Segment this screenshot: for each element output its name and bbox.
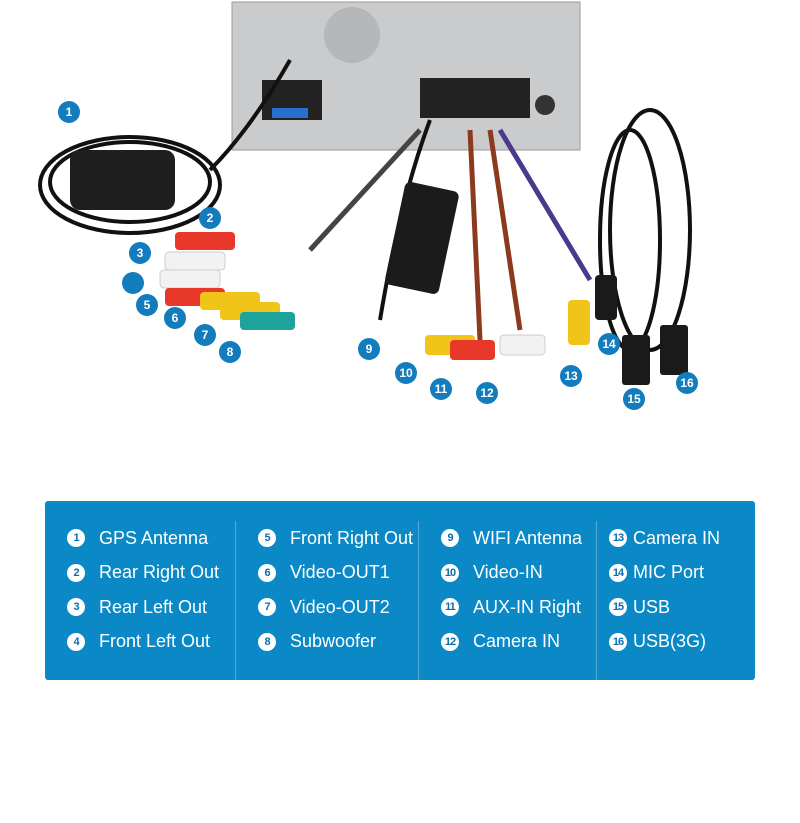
number-badge: 12	[441, 632, 459, 651]
callout-1: 1	[58, 101, 80, 123]
legend-label: Camera IN	[633, 527, 721, 548]
callout-14: 14	[598, 333, 620, 355]
legend-item: 11 AUX-IN Right	[441, 590, 596, 625]
head-unit-cable-photo	[38, 1, 692, 385]
callout-11: 11	[430, 378, 452, 400]
callout-13: 13	[560, 365, 582, 387]
legend-label: Rear Right Out	[99, 562, 220, 583]
legend-item: 10 Video-IN	[441, 556, 596, 591]
number-badge: 5	[258, 529, 276, 548]
legend-label: Video-OUT2	[290, 596, 390, 617]
gps-antenna-puck	[70, 150, 175, 210]
legend-label: Subwoofer	[290, 631, 377, 652]
number-badge: 3	[67, 598, 85, 617]
connector-right	[420, 78, 530, 118]
legend-item: 3 Rear Left Out	[67, 590, 235, 625]
wifi-antenna	[385, 182, 459, 294]
rca-connectors	[159, 232, 688, 385]
number-badge: 4	[67, 632, 85, 651]
callout-16: 16	[676, 372, 698, 394]
legend-item: 13 Camera IN	[609, 521, 749, 556]
head-unit-chassis	[231, 1, 581, 151]
number-badge: 6	[258, 563, 276, 582]
number-badge: 2	[67, 563, 85, 582]
legend-item: 14 MIC Port	[609, 556, 749, 591]
legend-label: USB(3G)	[633, 631, 707, 652]
legend-label: AUX-IN Right	[473, 596, 582, 617]
legend-label: GPS Antenna	[99, 527, 209, 548]
legend-column-2: 5 Front Right Out 6 Video-OUT1 7 Video-OUT2…	[235, 521, 418, 680]
legend-item: 6 Video-OUT1	[258, 556, 418, 591]
callout-15: 15	[623, 388, 645, 410]
legend-label: WIFI Antenna	[473, 527, 583, 548]
legend-label: MIC Port	[633, 562, 705, 583]
legend-label: Video-OUT1	[290, 562, 390, 583]
legend-label: Video-IN	[473, 562, 543, 583]
number-badge: 11	[441, 598, 459, 617]
legend-column-1: 1 GPS Antenna 2 Rear Right Out 3 Rear Left …	[45, 521, 235, 680]
number-badge: 15	[609, 598, 627, 617]
legend-label: USB	[633, 596, 671, 617]
callout-7: 7	[194, 324, 216, 346]
callout-8: 8	[219, 341, 241, 363]
legend-panel: 1 GPS Antenna 2 Rear Right Out 3 Rear Left …	[45, 501, 755, 680]
legend-item: 8 Subwoofer	[258, 625, 418, 660]
legend-item: 9 WIFI Antenna	[441, 521, 596, 556]
legend-label: Front Right Out	[290, 527, 414, 548]
callout-12: 12	[476, 382, 498, 404]
callout-4	[122, 272, 144, 294]
legend-item: 4 Front Left Out	[67, 625, 235, 660]
legend-label: Front Left Out	[99, 631, 211, 652]
number-badge: 10	[441, 563, 459, 582]
callout-6: 6	[164, 307, 186, 329]
number-badge: 13	[609, 529, 627, 548]
callout-9: 9	[358, 338, 380, 360]
number-badge: 14	[609, 563, 627, 582]
callout-3: 3	[129, 242, 151, 264]
legend-item: 5 Front Right Out	[258, 521, 418, 556]
legend-item: 16 USB(3G)	[609, 625, 749, 660]
legend-item: 15 USB	[609, 590, 749, 625]
callout-10: 10	[395, 362, 417, 384]
legend-item: 7 Video-OUT2	[258, 590, 418, 625]
legend-column-4: 13 Camera IN 14 MIC Port 15 USB 16 USB(3G)	[596, 521, 749, 680]
legend-item: 1 GPS Antenna	[67, 521, 235, 556]
chassis-mount-hole	[324, 7, 380, 63]
legend-item: 2 Rear Right Out	[67, 556, 235, 591]
callout-5: 5	[136, 294, 158, 316]
callout-2: 2	[199, 207, 221, 229]
legend-label: Rear Left Out	[99, 596, 208, 617]
number-badge: 1	[67, 529, 85, 548]
number-badge: 8	[258, 632, 276, 651]
number-badge: 9	[441, 529, 459, 548]
legend-label: Camera IN	[473, 631, 561, 652]
legend-item: 12 Camera IN	[441, 625, 596, 660]
mic-jack	[535, 95, 555, 115]
number-badge: 16	[609, 632, 627, 651]
number-badge: 7	[258, 598, 276, 617]
